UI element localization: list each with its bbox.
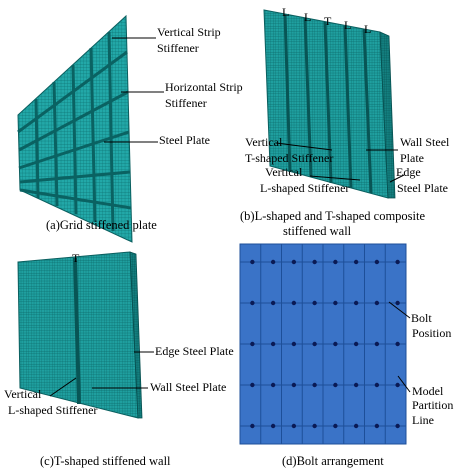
bolt-marker	[312, 423, 317, 429]
letter-l-1: L	[282, 5, 289, 19]
bolt-marker	[353, 423, 359, 429]
bolt-marker	[270, 382, 276, 388]
caption-a: (a)Grid stiffened plate	[46, 218, 157, 232]
label-vertical-strip-1: Vertical Strip	[157, 25, 221, 39]
label-l-stiffener-1: Vertical	[265, 165, 303, 179]
letter-t: T	[324, 14, 332, 28]
label-edge-steel-plate-c: Edge Steel Plate	[155, 344, 234, 358]
t-stiffener-c	[73, 257, 81, 405]
bolt-marker	[395, 259, 400, 265]
label-l-stiffener-2: L-shaped Stiffener	[260, 181, 349, 195]
top-letters-b: L L T L L	[282, 5, 371, 36]
bolt-marker	[291, 300, 297, 306]
bolt-marker	[270, 300, 276, 306]
label-wall-steel-plate-c: Wall Steel Plate	[150, 380, 226, 394]
bolt-marker	[395, 423, 400, 429]
bolt-marker	[374, 300, 380, 306]
edge-steel-plate-c	[129, 251, 143, 419]
bolt-marker	[312, 382, 317, 388]
bolt-marker	[250, 259, 255, 265]
bolt-marker	[374, 423, 380, 429]
caption-c: (c)T-shaped stiffened wall	[40, 454, 171, 468]
bolt-marker	[333, 341, 338, 347]
label-wall-steel-1: Wall Steel	[400, 135, 450, 149]
label-l-stiffener-c-2: L-shaped Stiffener	[8, 403, 97, 417]
composite-stiffeners	[283, 13, 373, 194]
bolt-marker	[312, 300, 317, 306]
label-edge-2: Steel Plate	[397, 181, 448, 195]
bolt-marker	[374, 259, 380, 265]
bolt-marker	[312, 259, 317, 265]
bolt-marker	[374, 382, 380, 388]
edge-steel-plate-b	[379, 31, 396, 199]
bolt-marker	[291, 341, 297, 347]
label-steel-plate: Steel Plate	[159, 133, 210, 147]
bolt-marker	[333, 382, 338, 388]
bolt-marker	[250, 382, 255, 388]
caption-b-2: stiffened wall	[283, 224, 352, 238]
label-horizontal-strip-1: Horizontal Strip	[165, 80, 243, 94]
label-edge-1: Edge	[396, 165, 421, 179]
panel-c-t-shaped-wall: T Edge Steel Plate Vertical L-shaped Sti…	[4, 251, 234, 468]
bolt-marker	[291, 382, 297, 388]
label-wall-steel-2: Plate	[400, 151, 424, 165]
bolt-marker	[270, 259, 276, 265]
label-bolt: Bolt	[411, 311, 432, 325]
bolt-marker	[353, 382, 359, 388]
bolt-marker	[250, 423, 255, 429]
label-model: Model	[412, 384, 444, 398]
bolt-marker	[353, 341, 359, 347]
label-t-stiffener-2: T-shaped Stiffener	[245, 151, 333, 165]
bolt-marker	[395, 382, 400, 388]
label-line: Line	[412, 413, 434, 427]
letter-t-c: T	[72, 251, 80, 265]
caption-b-1: (b)L-shaped and T-shaped composite	[240, 209, 425, 223]
bolt-marker	[250, 300, 255, 306]
bolt-grid	[240, 244, 406, 444]
panel-b-composite-wall: L L T L L Vertical T-shaped Stiffener Ve…	[240, 5, 450, 238]
letter-l-2: L	[304, 10, 311, 24]
bolt-marker	[312, 341, 317, 347]
label-position: Position	[412, 326, 451, 340]
bolt-marker	[395, 341, 400, 347]
bolt-marker	[333, 259, 338, 265]
bolt-marker	[270, 423, 276, 429]
bolt-marker	[374, 341, 380, 347]
horizontal-strip-stiffeners	[17, 50, 132, 210]
bolt-marker	[270, 341, 276, 347]
label-vertical-strip-2: Stiffener	[157, 41, 199, 55]
bolt-marker	[250, 341, 255, 347]
panel-d-bolt-arrangement: Bolt Position Model Partition Line (d)Bo…	[239, 243, 453, 468]
bolt-marker	[333, 423, 338, 429]
bolt-marker	[353, 300, 359, 306]
bolt-marker	[291, 259, 297, 265]
panel-a-grid-plate: Vertical Strip Stiffener Horizontal Stri…	[17, 14, 243, 243]
label-partition: Partition	[412, 398, 453, 412]
bolt-marker	[291, 423, 297, 429]
letter-l-3: L	[344, 18, 351, 32]
caption-d: (d)Bolt arrangement	[282, 454, 384, 468]
bolt-marker	[395, 300, 400, 306]
label-horizontal-strip-2: Stiffener	[165, 96, 207, 110]
label-l-stiffener-c-1: Vertical	[4, 387, 42, 401]
label-t-stiffener-1: Vertical	[245, 135, 283, 149]
letter-l-4: L	[364, 22, 371, 36]
bolt-marker	[353, 259, 359, 265]
bolt-marker	[333, 300, 338, 306]
